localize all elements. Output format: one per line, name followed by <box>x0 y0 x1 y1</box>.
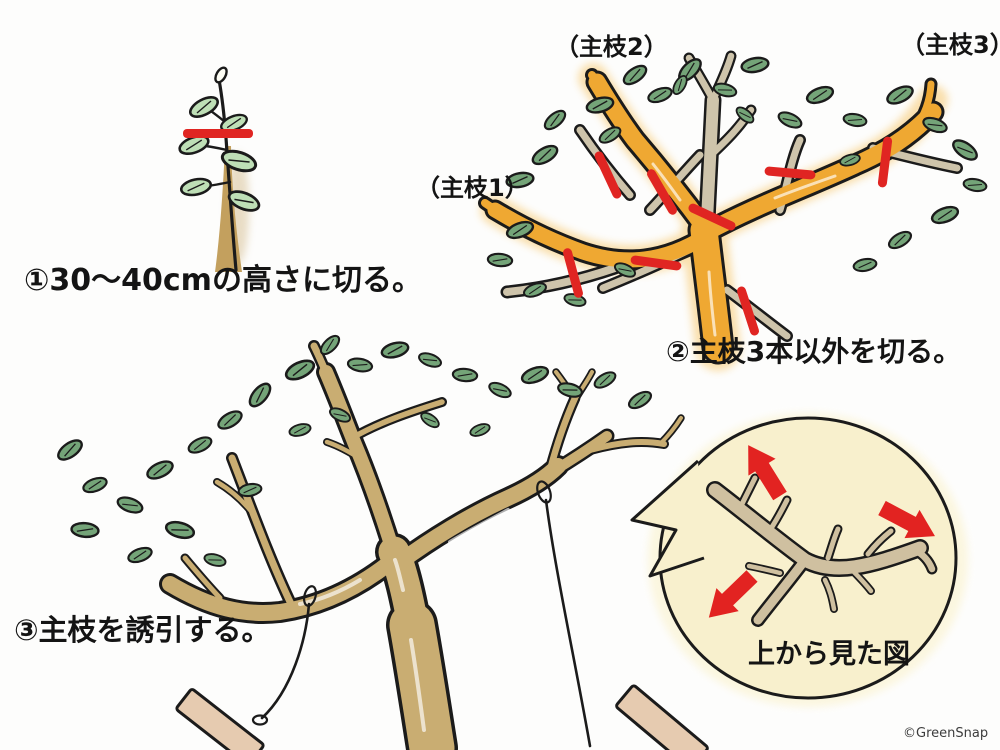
right-guy-wire <box>544 498 592 748</box>
red-cut-mark <box>742 291 755 331</box>
red-cut-mark <box>882 141 887 183</box>
guy-wires <box>251 480 592 748</box>
right-stake <box>615 684 709 750</box>
right-wire-knot <box>536 480 552 504</box>
topview-branch <box>708 475 936 625</box>
branch-label-3: （主枝3） <box>901 31 1000 59</box>
copyright-credit: ©GreenSnap <box>903 726 989 741</box>
sapling-leaves <box>176 92 263 216</box>
step-1-caption: ①30〜40cmの高さに切る。 <box>24 263 422 298</box>
trunk-highlights <box>651 162 837 337</box>
left-stake <box>175 688 265 750</box>
sapling-illustration <box>176 66 263 272</box>
cut-height-line <box>183 129 253 138</box>
sapling-trunk <box>215 146 242 272</box>
bubble-tail-outline <box>630 459 705 578</box>
inset-caption: 上から見た図 <box>748 639 910 670</box>
left-stake-knot <box>251 714 269 726</box>
left-guy-wire <box>260 602 311 720</box>
red-cut-mark <box>635 260 677 266</box>
main-branch-selection-tree <box>478 50 989 371</box>
branch-label-1: （主枝1） <box>416 174 529 202</box>
red-cut-mark <box>769 171 811 175</box>
bubble-tail-fill <box>632 461 704 576</box>
top-view-inset <box>630 413 968 707</box>
step-2-caption: ②主枝3本以外を切る。 <box>666 335 962 368</box>
tree-fill <box>162 342 683 750</box>
canopy-leaves <box>486 54 989 310</box>
trained-tree-illustration <box>53 331 709 750</box>
left-wire-knot <box>302 585 318 607</box>
top-bud <box>214 66 228 84</box>
step-3-caption: ③主枝を誘引する。 <box>14 613 271 647</box>
branch-label-2: （主枝2） <box>555 33 668 61</box>
